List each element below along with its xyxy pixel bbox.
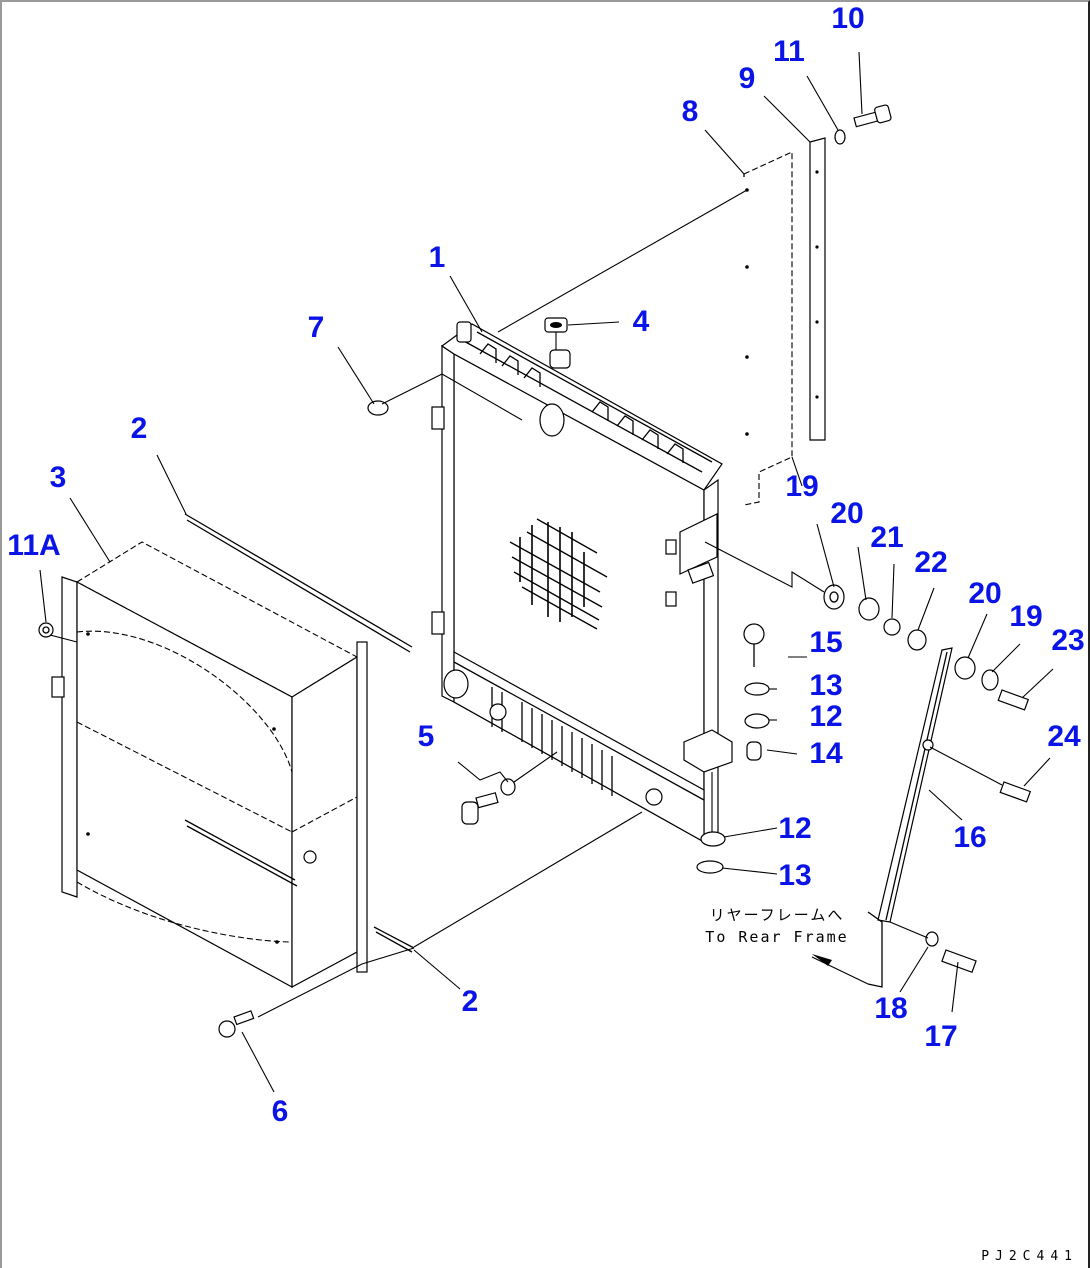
side-panel-part	[743, 151, 793, 506]
clip-part	[367, 400, 389, 416]
panel-bracket-part	[809, 137, 826, 441]
shroud-nut-part	[38, 622, 54, 638]
callout-12-lower[interactable]: 12	[778, 812, 812, 845]
callout-18[interactable]: 18	[874, 992, 908, 1025]
drawing-code: PJ2C441	[981, 1249, 1078, 1264]
callout-24[interactable]: 24	[1047, 720, 1081, 753]
drain-valve-part	[461, 778, 516, 825]
callout-20-left[interactable]: 20	[830, 497, 864, 530]
mount-hardware	[696, 584, 1030, 874]
callout-20-right[interactable]: 20	[968, 577, 1002, 610]
callout-2-upper[interactable]: 2	[130, 412, 148, 445]
callout-16[interactable]: 16	[953, 821, 987, 854]
callout-13-upper[interactable]: 13	[809, 669, 843, 702]
radiator-part	[431, 321, 733, 844]
seal-strip-lower-part	[373, 926, 415, 953]
callout-17[interactable]: 17	[924, 1020, 958, 1053]
callout-9[interactable]: 9	[738, 62, 756, 95]
callout-19-upper[interactable]: 19	[785, 470, 819, 503]
fan-shroud-part	[51, 541, 368, 989]
callout-15[interactable]: 15	[809, 626, 843, 659]
callout-22[interactable]: 22	[914, 546, 948, 579]
callout-11a[interactable]: 11A	[7, 529, 61, 562]
callout-8[interactable]: 8	[681, 95, 699, 128]
callout-6[interactable]: 6	[271, 1095, 289, 1128]
callout-12-upper[interactable]: 12	[809, 700, 843, 733]
callout-7[interactable]: 7	[307, 311, 325, 344]
rear-frame-note: リヤーフレームへ To Rear Frame	[692, 904, 862, 948]
core-grid-icon	[509, 518, 608, 630]
leader-lines	[39, 51, 1054, 1093]
callout-21[interactable]: 21	[870, 521, 904, 554]
callout-11[interactable]: 11	[773, 35, 805, 68]
radiator-cap-part	[544, 317, 568, 350]
rear-frame-note-jp: リヤーフレームへ	[709, 906, 845, 924]
rear-frame-bracket	[811, 911, 883, 988]
stay-rod-part	[877, 647, 1032, 973]
callout-4[interactable]: 4	[632, 305, 650, 338]
callout-23[interactable]: 23	[1051, 624, 1085, 657]
callout-1[interactable]: 1	[428, 241, 446, 274]
callout-13-lower[interactable]: 13	[778, 859, 812, 892]
seal-strip-upper-part	[184, 513, 413, 653]
callout-10[interactable]: 10	[831, 2, 865, 35]
rear-frame-note-en: To Rear Frame	[705, 928, 849, 946]
callout-14[interactable]: 14	[809, 737, 843, 770]
callout-19-lower[interactable]: 19	[1009, 600, 1043, 633]
callout-2-lower[interactable]: 2	[461, 985, 479, 1018]
bolt-10-part	[834, 104, 892, 145]
callout-3[interactable]: 3	[49, 461, 67, 494]
shroud-bolt-part	[218, 1010, 255, 1038]
callout-5[interactable]: 5	[417, 720, 435, 753]
